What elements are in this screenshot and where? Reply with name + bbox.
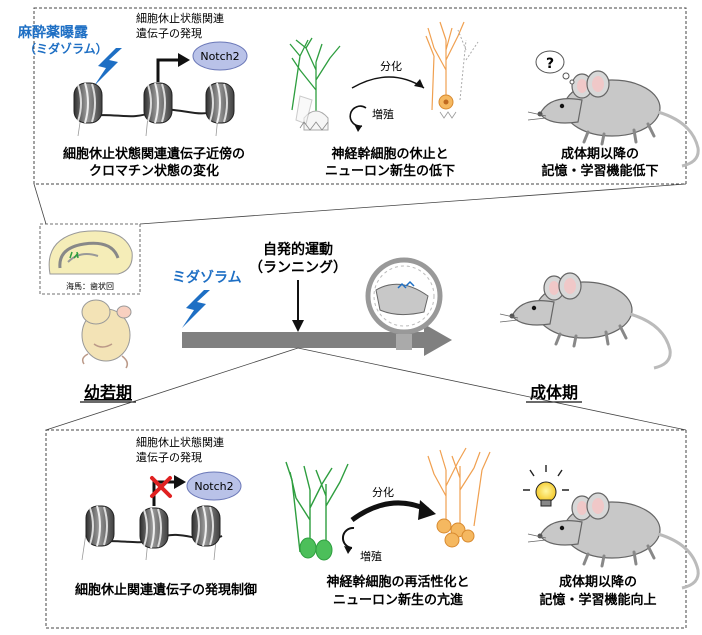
differentiation-label: 分化 [380,59,402,73]
gene-expression-line2: 遺伝子の発現 [136,450,202,464]
juvenile-mouse-icon [81,299,132,369]
notch2-badge [192,41,248,71]
mouse-smart [523,465,700,590]
top-panel: 麻酔薬曝露 （ミダゾラム） 細胞休止状態関連 遺伝子の発現 Notch2 [17,7,700,185]
notch2-badge [186,471,242,501]
connector-line [297,347,687,431]
stem-cell-diagram: 分化 増殖 [289,21,479,132]
top-panel-frame [33,7,687,185]
exercise-line1: 自発的運動 [263,241,333,258]
nucleosome-icon [85,505,115,547]
caption-chromatin-line1: 細胞休止状態関連遺伝子近傍の [63,146,245,162]
gene-expression-line1: 細胞休止状態関連 [136,435,224,449]
inhibit-cross-icon [150,476,172,498]
notch2-label: Notch2 [194,480,233,493]
nucleosome-icon [139,507,169,549]
caption-chromatin: 細胞休止関連遺伝子の発現制御 [75,582,257,598]
juvenile-label: 幼若期 [84,383,132,402]
caption-memory-line1: 成体期以降の [559,574,637,590]
brain-label: 海馬：歯状回 [66,281,114,291]
caption-memory-line1: 成体期以降の [561,146,639,162]
adult-label: 成体期 [530,383,578,402]
chromatin-diagram: Notch2 [81,471,242,561]
drug-label-line1: 麻酔薬曝露 [17,24,89,41]
nucleosome-icon [143,82,173,124]
transcription-arrow-icon [156,58,178,82]
hippocampus-icon [48,230,133,275]
caption-stemcell-line2: ニューロン新生の低下 [325,163,455,179]
nucleosome-icon [205,82,235,124]
mouse-confused: ? [526,50,700,168]
running-wheel-icon [365,257,443,350]
connector-line [45,347,299,431]
proliferation-label: 増殖 [372,108,394,121]
light-bulb-icon [523,465,569,507]
timeline-section: 海馬：歯状回 ミダゾラム 自発的運動 （ランニング） 幼若期 [39,223,672,403]
differentiation-arrow [351,76,425,89]
bottom-panel: 細胞休止状態関連 遺伝子の発現 Notch2 [45,429,700,629]
caption-stemcell-line1: 神経幹細胞の休止と [331,146,448,162]
gene-expression-line1: 細胞休止状態関連 [136,11,224,25]
chromatin-diagram: Notch2 [73,41,248,137]
proliferation-arrow [342,526,355,549]
differentiation-arrow [350,500,430,523]
lightning-bolt-icon [182,290,210,328]
connector-line [139,183,687,225]
midazolam-label: ミダゾラム [172,269,242,286]
thought-bubble-icon [535,50,575,85]
caption-memory-line2: 記憶・学習機能向上 [539,592,656,608]
mouse-icon [526,491,700,590]
differentiation-label: 分化 [372,485,394,499]
stem-cell-diagram: 増殖 分化 [285,447,491,563]
gene-expression-line2: 遺伝子の発現 [136,26,202,40]
bottom-panel-frame [45,429,687,629]
drug-label-line2: （ミダゾラム） [24,41,108,56]
nucleosome-icon [73,82,103,124]
caption-stemcell-line1: 神経幹細胞の再活性化と [326,574,469,590]
proliferation-arrow [349,105,367,127]
nucleosome-icon [191,505,221,547]
caption-memory-line2: 記憶・学習機能低下 [541,163,658,179]
adult-mouse-icon [498,271,672,370]
proliferation-label: 増殖 [360,550,382,563]
caption-chromatin-line2: クロマチン状態の変化 [89,163,219,179]
question-mark: ? [546,56,554,72]
timeline-arrow [182,324,452,356]
caption-stemcell-line2: ニューロン新生の亢進 [333,592,463,608]
exercise-line2: （ランニング） [249,259,347,276]
connector-line [33,183,47,225]
notch2-label: Notch2 [200,50,239,63]
